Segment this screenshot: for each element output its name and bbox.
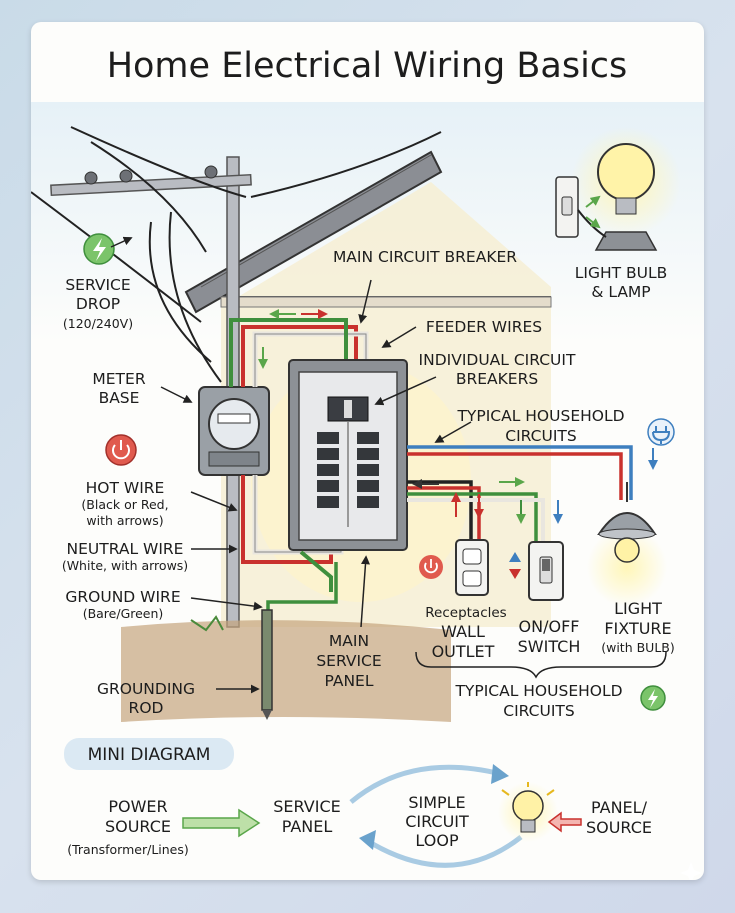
simple-loop-label-3: LOOP — [415, 831, 459, 850]
panel-source-label-1: PANEL/ — [591, 798, 648, 817]
light-fixture-sub: (with BULB) — [601, 640, 675, 655]
power-icon — [105, 434, 137, 466]
simple-loop-label-1: SIMPLE — [408, 793, 465, 812]
lightning-icon-small — [640, 685, 666, 711]
individual-breakers-label-2: BREAKERS — [456, 370, 538, 388]
page-title: Home Electrical Wiring Basics — [107, 46, 628, 86]
ground-wire-sub: (Bare/Green) — [83, 606, 164, 621]
main-service-panel-label-3: PANEL — [325, 672, 374, 690]
service-drop-sub: (120/240V) — [63, 316, 133, 331]
hot-wire-label: HOT WIRE — [86, 479, 165, 497]
on-off-switch-label-2: SWITCH — [518, 637, 581, 656]
light-bulb-lamp-label-1: LIGHT BULB — [575, 264, 668, 282]
on-off-switch-device — [528, 541, 564, 601]
sparkle-icon — [680, 862, 702, 880]
breaker-row-left — [317, 432, 339, 508]
outlet-power-icon — [419, 555, 443, 579]
ground-wire-label: GROUND WIRE — [65, 588, 180, 606]
main-service-panel-label-2: SERVICE — [316, 652, 381, 670]
panel-source-label-2: SOURCE — [586, 818, 652, 837]
main-service-panel-label-1: MAIN — [329, 632, 369, 650]
typical-circuits-bottom-2: CIRCUITS — [503, 702, 574, 720]
wall-outlet-label-2: OUTLET — [432, 642, 495, 661]
simple-loop-label-2: CIRCUIT — [405, 812, 469, 831]
service-panel-label-1: SERVICE — [273, 797, 340, 816]
receptacles-label: Receptacles — [425, 605, 506, 621]
power-source-label-2: SOURCE — [105, 817, 171, 836]
grounding-rod-label-2: ROD — [129, 699, 164, 717]
lightning-icon — [83, 233, 115, 265]
hot-wire-sub-1: (Black or Red, — [81, 497, 168, 512]
neutral-wire-sub: (White, with arrows) — [62, 558, 188, 573]
plug-icon — [647, 418, 675, 446]
mini-diagram: MINI DIAGRAM POWER SOURCE (Transformer/L… — [64, 738, 652, 868]
mini-loop-bottom — [364, 835, 523, 868]
power-source-sub: (Transformer/Lines) — [67, 842, 189, 857]
power-source-label-1: POWER — [108, 797, 167, 816]
typical-circuits-top-2: CIRCUITS — [505, 427, 576, 445]
diagram-card: Home Electrical Wiring Basics — [31, 22, 704, 880]
individual-breakers-label-1: INDIVIDUAL CIRCUIT — [419, 351, 576, 369]
meter-base-label-1: METER — [92, 370, 145, 388]
light-bulb-lamp — [555, 127, 681, 251]
main-breaker-label: MAIN CIRCUIT BREAKER — [333, 248, 517, 266]
light-bulb-lamp-label-2: & LAMP — [591, 283, 650, 301]
grounding-rod-label-1: GROUNDING — [97, 680, 195, 698]
service-drop-label-1: SERVICE — [65, 276, 130, 294]
feeder-wires-label: FEEDER WIRES — [426, 318, 542, 336]
neutral-wire-label: NEUTRAL WIRE — [67, 540, 184, 558]
typical-circuits-top-1: TYPICAL HOUSEHOLD — [456, 407, 624, 425]
meter-base-label-2: BASE — [99, 389, 140, 407]
mini-diagram-badge-label: MINI DIAGRAM — [88, 745, 211, 765]
breaker-row-right — [357, 432, 379, 508]
service-drop-label-2: DROP — [76, 295, 120, 313]
wall-outlet-device — [455, 539, 489, 596]
mini-red-arrow — [547, 811, 582, 833]
wiring-diagram: Home Electrical Wiring Basics — [31, 46, 704, 880]
meter-base — [198, 386, 270, 476]
light-fixture-device — [587, 482, 667, 607]
mini-loop-top — [349, 764, 502, 804]
on-off-switch-label-1: ON/OFF — [519, 617, 580, 636]
main-service-panel — [288, 359, 408, 551]
flow-arrows — [258, 195, 658, 524]
wall-outlet-label-1: WALL — [441, 622, 485, 641]
circuits-bracket — [415, 651, 667, 679]
ground — [121, 562, 451, 722]
hot-wire-sub-2: with arrows) — [86, 513, 163, 528]
light-fixture-label-1: LIGHT — [614, 599, 662, 618]
typical-circuits-bottom-1: TYPICAL HOUSEHOLD — [454, 682, 622, 700]
service-panel-label-2: PANEL — [282, 817, 333, 836]
leader-arrows — [110, 236, 472, 694]
mini-diagram-badge — [64, 738, 234, 770]
switch-updown-icon — [509, 552, 521, 579]
mini-lightbulb-icon — [498, 782, 558, 842]
mini-green-arrow — [182, 808, 261, 838]
light-fixture-label-2: FIXTURE — [604, 619, 671, 638]
